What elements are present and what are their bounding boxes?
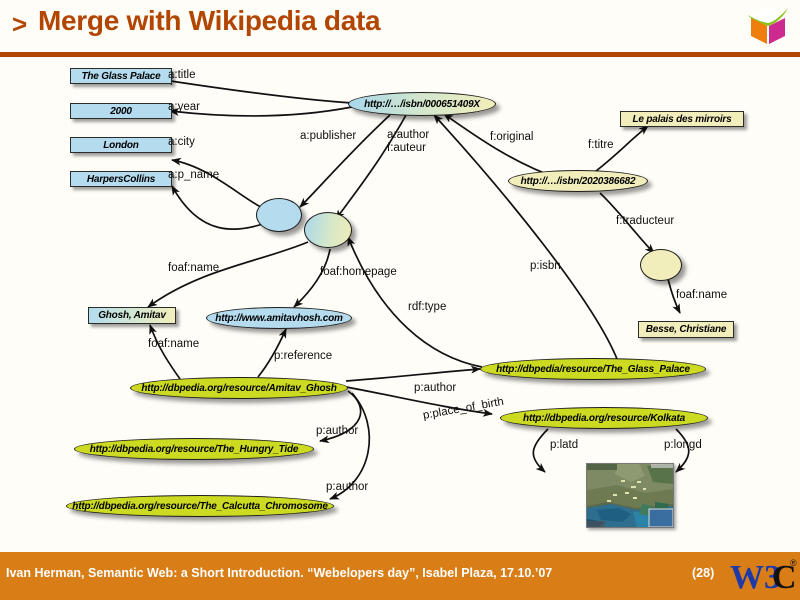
literal-year: 2000 — [70, 103, 172, 119]
footer-page-number: (28) — [692, 566, 715, 580]
edge-label-a-year: a:year — [168, 101, 200, 113]
edge-label-p-author-tide: p:author — [316, 425, 359, 437]
edge-label-p-isbn: p:isbn — [530, 260, 561, 272]
edge-label-a-title: a:title — [168, 69, 196, 81]
header-divider — [0, 52, 800, 57]
svg-text:®: ® — [790, 558, 797, 568]
edge-label-f-original: f:original — [490, 131, 534, 143]
edge-label-foaf-name-dbpedia: foaf:name — [148, 338, 200, 350]
edge-label-a-city: a:city — [168, 136, 195, 148]
resource-dbpedia-amitav-ghosh: http://dbpedia.org/resource/Amitav_Ghosh — [130, 377, 348, 399]
literal-title: The Glass Palace — [70, 68, 172, 84]
edge-label-foaf-name-author: foaf:name — [168, 262, 220, 274]
edge-label-a-publisher: a:publisher — [300, 130, 357, 142]
edge-label-p-author-chromo: p:author — [326, 481, 369, 493]
title-chevron-icon: > — [12, 9, 28, 39]
graph-edges — [147, 77, 690, 500]
resource-dbpedia-glass-palace: http://dbpedia/resource/The_Glass_Palace — [480, 358, 706, 380]
slide-footer: Ivan Herman, Semantic Web: a Short Intro… — [0, 552, 800, 600]
edge-label-a-author: a:author — [387, 129, 430, 141]
resource-dbpedia-hungry-tide: http://dbpedia.org/resource/The_Hungry_T… — [74, 438, 314, 460]
edge-label-f-auteur: f:auteur — [387, 142, 426, 154]
literal-translator-name: Besse, Christiane — [638, 321, 734, 338]
svg-text:C: C — [772, 559, 797, 596]
literal-city: London — [70, 137, 172, 153]
edge-label-a-p-name: a:p_name — [168, 169, 220, 181]
resource-dbpedia-kolkata: http://dbpedia.org/resource/Kolkata — [500, 407, 708, 429]
literal-publisher-name: HarpersCollins — [70, 171, 172, 187]
resource-dbpedia-calcutta-chromosome: http://dbpedia.org/resource/The_Calcutta… — [66, 495, 334, 517]
literal-author-name: Ghosh, Amitav — [88, 307, 176, 324]
footer-citation: Ivan Herman, Semantic Web: a Short Intro… — [6, 566, 553, 580]
page-title: Merge with Wikipedia data — [38, 5, 381, 36]
w3c-logo-icon: W3 C ® — [728, 552, 800, 600]
edge-label-p-author-glass: p:author — [414, 382, 457, 394]
edge-label-foaf-name-translator: foaf:name — [676, 289, 728, 301]
resource-author-homepage: http://www.amitavhosh.com — [206, 307, 352, 329]
edge-label-foaf-homepage: foaf:homepage — [320, 266, 397, 278]
blank-node-publisher — [256, 198, 302, 232]
edge-label-f-titre: f:titre — [588, 139, 614, 151]
edge-label-p-latd: p:latd — [550, 439, 579, 451]
cube-logo-icon — [748, 7, 788, 44]
edge-label-rdf-type: rdf:type — [408, 301, 447, 313]
edge-label-p-reference: p:reference — [274, 350, 333, 362]
literal-french-title: Le palais des mirroirs — [620, 111, 744, 127]
satellite-map-image — [586, 463, 674, 528]
rdf-graph-canvas: The Glass Palace 2000 London HarpersColl… — [0, 57, 800, 552]
blank-node-translator — [640, 249, 682, 281]
slide-header: > Merge with Wikipedia data — [0, 0, 800, 52]
edge-label-p-longd: p:longd — [664, 439, 702, 451]
svg-text:W3: W3 — [730, 559, 781, 596]
edge-label-f-traducteur: f:traducteur — [616, 215, 675, 227]
resource-isbn-english: http://…/isbn/000651409X — [348, 92, 496, 116]
resource-isbn-french: http://…/isbn/2020386682 — [508, 170, 648, 192]
blank-node-author — [304, 212, 352, 248]
